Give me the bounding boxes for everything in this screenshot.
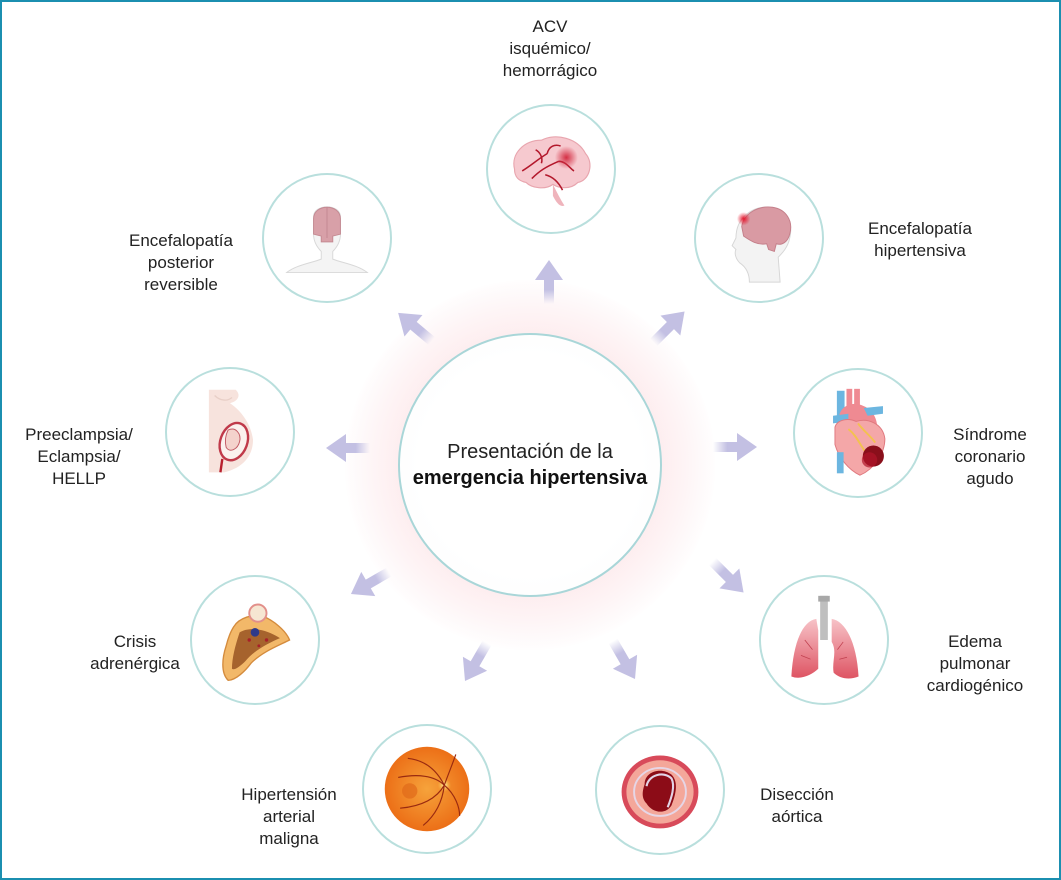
label-hipertension-maligna: Hipertensión arterial maligna	[224, 784, 354, 850]
retina-fundus-icon	[384, 746, 470, 832]
label-line: Síndrome	[953, 425, 1027, 444]
center-circle: Presentación de la emergencia hipertensi…	[398, 333, 662, 597]
label-edema-pulmonar: Edema pulmonar cardiogénico	[920, 631, 1030, 697]
adrenal-gland-icon	[222, 603, 291, 681]
pregnancy-uterus-icon	[208, 389, 254, 473]
heart-infarct-icon	[833, 388, 886, 476]
node-pres	[262, 173, 392, 303]
label-line: posterior	[147, 253, 215, 272]
label-line: Disección	[760, 785, 834, 804]
node-preeclampsia	[165, 367, 295, 497]
label-line: pulmonar	[939, 654, 1011, 673]
label-acv: ACV isquémico/ hemorrágico	[500, 16, 600, 82]
lungs-icon	[791, 595, 859, 679]
label-line: aórtica	[771, 807, 823, 826]
head-front-brain-icon	[285, 206, 369, 274]
label-line: Encefalopatía	[868, 219, 972, 238]
label-line: hipertensiva	[874, 241, 966, 260]
label-line: reversible	[144, 275, 218, 294]
head-profile-brain-icon	[731, 206, 792, 283]
aorta-dissection-icon	[621, 755, 699, 829]
node-crisis-adrenergica	[190, 575, 320, 705]
node-diseccion-aortica	[595, 725, 725, 855]
node-encefalopatia-hipertensiva	[694, 173, 824, 303]
label-line: agudo	[966, 469, 1014, 488]
label-line: Eclampsia/	[37, 447, 121, 466]
label-line: Crisis	[113, 632, 157, 651]
center-title-line1: Presentación de la	[447, 441, 613, 463]
label-line: Encefalopatía	[129, 231, 233, 250]
label-line: ACV	[532, 17, 568, 36]
label-diseccion-aortica: Disección aórtica	[742, 784, 852, 828]
node-edema-pulmonar	[759, 575, 889, 705]
node-hipertension-maligna	[362, 724, 492, 854]
label-line: arterial	[263, 807, 315, 826]
label-line: maligna	[259, 829, 319, 848]
label-line: Preeclampsia/	[25, 425, 133, 444]
label-line: isquémico/	[509, 39, 591, 58]
label-sindrome-coronario: Síndrome coronario agudo	[940, 424, 1040, 490]
label-line: hemorrágico	[502, 61, 598, 80]
node-acv	[486, 104, 616, 234]
label-preeclampsia: Preeclampsia/ Eclampsia/ HELLP	[14, 424, 144, 490]
label-line: Edema	[948, 632, 1002, 651]
label-line: cardiogénico	[926, 676, 1024, 695]
brain-stroke-icon	[513, 136, 591, 206]
label-line: Hipertensión	[241, 785, 337, 804]
label-pres: Encefalopatía posterior reversible	[116, 230, 246, 296]
label-line: adrenérgica	[90, 654, 180, 673]
label-line: HELLP	[52, 469, 106, 488]
label-line: coronario	[954, 447, 1026, 466]
center-title-line2: emergencia hipertensiva	[412, 467, 648, 489]
label-crisis-adrenergica: Crisis adrenérgica	[80, 631, 190, 675]
node-sindrome-coronario	[793, 368, 923, 498]
label-encefalopatia-hipertensiva: Encefalopatía hipertensiva	[860, 218, 980, 262]
